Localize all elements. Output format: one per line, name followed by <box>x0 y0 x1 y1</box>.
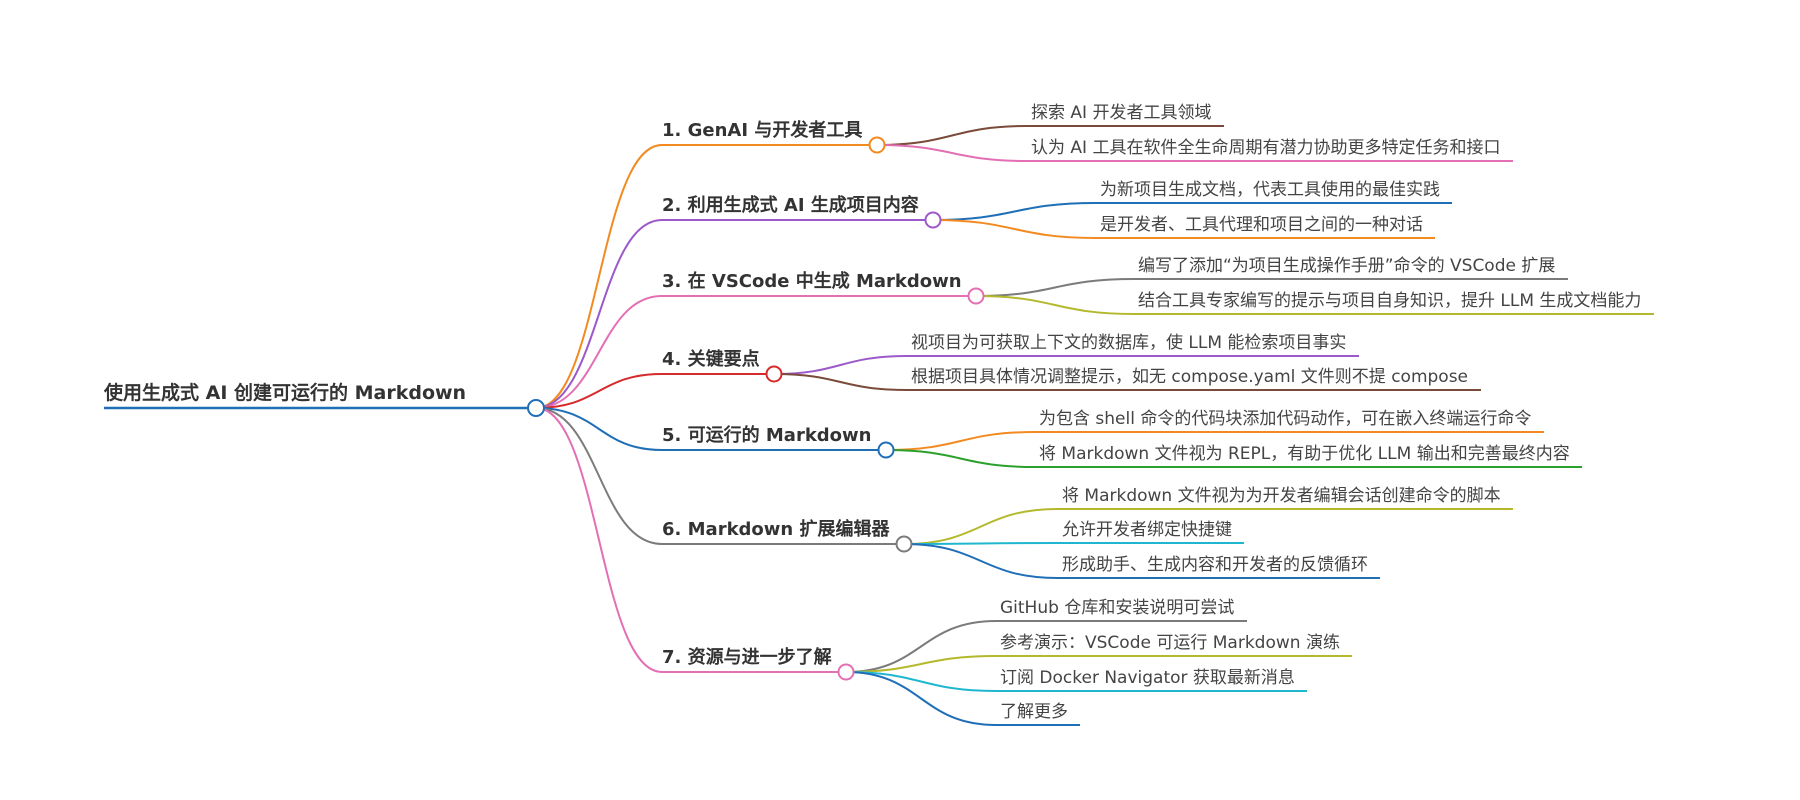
root-to-branch-3-connector <box>535 295 663 409</box>
branch-6-to-leaf-2-connector <box>903 542 1059 545</box>
branch-runnable-markdown[interactable]: 5. 可运行的 Markdown <box>662 425 872 446</box>
root-to-branch-5-connector <box>535 407 663 451</box>
leaf-markdown-script[interactable]: 将 Markdown 文件视为为开发者编辑会话创建命令的脚本 <box>1062 486 1501 506</box>
leaf-code-actions[interactable]: 为包含 shell 命令的代码块添加代码动作，可在嵌入终端运行命令 <box>1039 409 1532 429</box>
branch-3-node-dot <box>967 287 985 305</box>
root-topic[interactable]: 使用生成式 AI 创建可运行的 Markdown <box>104 382 467 404</box>
branch-6-node-dot <box>895 535 913 553</box>
branch-7-to-leaf-4-connector <box>845 671 997 726</box>
leaf-generate-docs[interactable]: 为新项目生成文档，代表工具使用的最佳实践 <box>1100 180 1440 200</box>
root-to-branch-2-connector <box>535 219 663 409</box>
leaf-project-as-database[interactable]: 视项目为可获取上下文的数据库，使 LLM 能检索项目事实 <box>911 333 1347 353</box>
branch-1-to-leaf-1-connector <box>876 125 1028 146</box>
leaf-ai-lifecycle-potential[interactable]: 认为 AI 工具在软件全生命周期有潜力协助更多特定任务和接口 <box>1031 138 1501 158</box>
root-to-branch-1-connector <box>535 144 663 409</box>
leaf-demo-walkthrough[interactable]: 参考演示：VSCode 可运行 Markdown 演练 <box>1000 633 1340 653</box>
branch-2-to-leaf-2-connector <box>932 219 1097 239</box>
branch-7-node-dot <box>837 663 855 681</box>
branch-4-to-leaf-2-connector <box>773 373 908 391</box>
root-node-dot <box>527 399 545 417</box>
branch-6-to-leaf-3-connector <box>903 543 1059 579</box>
branch-genai-dev-tools[interactable]: 1. GenAI 与开发者工具 <box>662 120 863 141</box>
leaf-adjust-prompts[interactable]: 根据项目具体情况调整提示，如无 compose.yaml 文件则不提 compo… <box>911 367 1469 387</box>
branch-5-node-dot <box>877 441 895 459</box>
branch-4-to-leaf-1-connector <box>773 355 908 375</box>
branch-1-node-dot <box>868 136 886 154</box>
leaf-learn-more[interactable]: 了解更多 <box>1000 702 1068 722</box>
leaf-conversation[interactable]: 是开发者、工具代理和项目之间的一种对话 <box>1100 215 1423 235</box>
branch-3-to-leaf-1-connector <box>975 278 1135 297</box>
leaf-expert-prompts[interactable]: 结合工具专家编写的提示与项目自身知识，提升 LLM 生成文档能力 <box>1138 291 1642 311</box>
branch-7-to-leaf-1-connector <box>845 620 997 673</box>
branch-resources[interactable]: 7. 资源与进一步了解 <box>662 647 832 668</box>
branch-vscode-markdown[interactable]: 3. 在 VSCode 中生成 Markdown <box>662 271 962 292</box>
branch-7-to-leaf-3-connector <box>845 671 997 692</box>
leaf-keybindings[interactable]: 允许开发者绑定快捷键 <box>1062 520 1232 540</box>
branch-4-node-dot <box>765 365 783 383</box>
branch-2-to-leaf-1-connector <box>932 202 1097 221</box>
branch-generate-project-content[interactable]: 2. 利用生成式 AI 生成项目内容 <box>662 195 919 216</box>
leaf-feedback-loop[interactable]: 形成助手、生成内容和开发者的反馈循环 <box>1062 555 1368 575</box>
leaf-vscode-extension[interactable]: 编写了添加“为项目生成操作手册”命令的 VSCode 扩展 <box>1138 256 1556 276</box>
leaf-github-repo[interactable]: GitHub 仓库和安装说明可尝试 <box>1000 598 1235 618</box>
branch-key-points[interactable]: 4. 关键要点 <box>662 349 760 370</box>
root-to-branch-4-connector <box>535 373 663 409</box>
leaf-explore-ai-tools[interactable]: 探索 AI 开发者工具领域 <box>1031 103 1212 123</box>
branch-1-to-leaf-2-connector <box>876 144 1028 162</box>
leaf-markdown-repl[interactable]: 将 Markdown 文件视为 REPL，有助于优化 LLM 输出和完善最终内容 <box>1039 444 1570 464</box>
branch-2-node-dot <box>924 211 942 229</box>
branch-7-to-leaf-2-connector <box>845 655 997 673</box>
branch-5-to-leaf-2-connector <box>885 449 1036 468</box>
leaf-docker-navigator[interactable]: 订阅 Docker Navigator 获取最新消息 <box>1000 668 1295 688</box>
branch-6-to-leaf-1-connector <box>903 508 1059 545</box>
root-to-branch-7-connector <box>535 407 663 673</box>
branch-5-to-leaf-1-connector <box>885 431 1036 451</box>
branch-markdown-editor[interactable]: 6. Markdown 扩展编辑器 <box>662 519 890 540</box>
branch-3-to-leaf-2-connector <box>975 295 1135 315</box>
root-to-branch-6-connector <box>535 407 663 545</box>
